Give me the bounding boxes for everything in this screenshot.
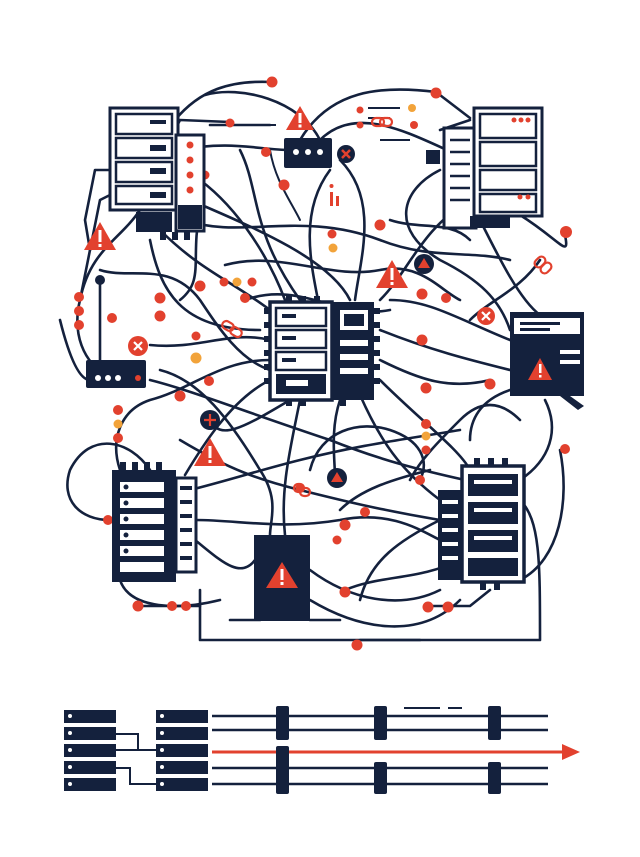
server-rack-bottom-left xyxy=(112,462,198,582)
highlighted-track xyxy=(212,744,580,760)
alert-device-bottom-center xyxy=(254,535,310,621)
chain-link-icon xyxy=(221,319,243,339)
chain-link-icon xyxy=(533,255,553,275)
connection-node-icon xyxy=(414,254,434,274)
server-stack-left xyxy=(64,710,116,791)
connection-node-icon xyxy=(200,410,220,430)
info-marker xyxy=(329,184,339,206)
display-monitor-right xyxy=(477,307,584,410)
connection-dots xyxy=(74,76,572,651)
chain-link-icon xyxy=(370,116,394,128)
server-stack-right xyxy=(156,710,208,791)
hub-top-center xyxy=(284,138,355,168)
router-left xyxy=(86,336,148,388)
warning-triangle-icon xyxy=(194,438,226,466)
warning-triangle-icon xyxy=(376,260,408,288)
server-rack-top-left xyxy=(108,106,206,240)
warning-triangle-icon xyxy=(528,358,552,380)
connection-node-icon xyxy=(95,275,105,285)
warning-triangle-icon xyxy=(266,562,298,588)
warning-triangle-icon xyxy=(84,222,116,250)
signal-tracks xyxy=(212,706,580,794)
cable-tangle xyxy=(58,80,577,642)
server-rack-bottom-right xyxy=(438,458,526,590)
server-rack-top-right xyxy=(426,106,544,230)
connection-node-icon xyxy=(327,468,347,488)
server-central-pair xyxy=(264,296,380,406)
warning-triangle-icon xyxy=(286,106,314,130)
legend-strip xyxy=(64,706,580,794)
chain-link-icon xyxy=(292,482,312,498)
